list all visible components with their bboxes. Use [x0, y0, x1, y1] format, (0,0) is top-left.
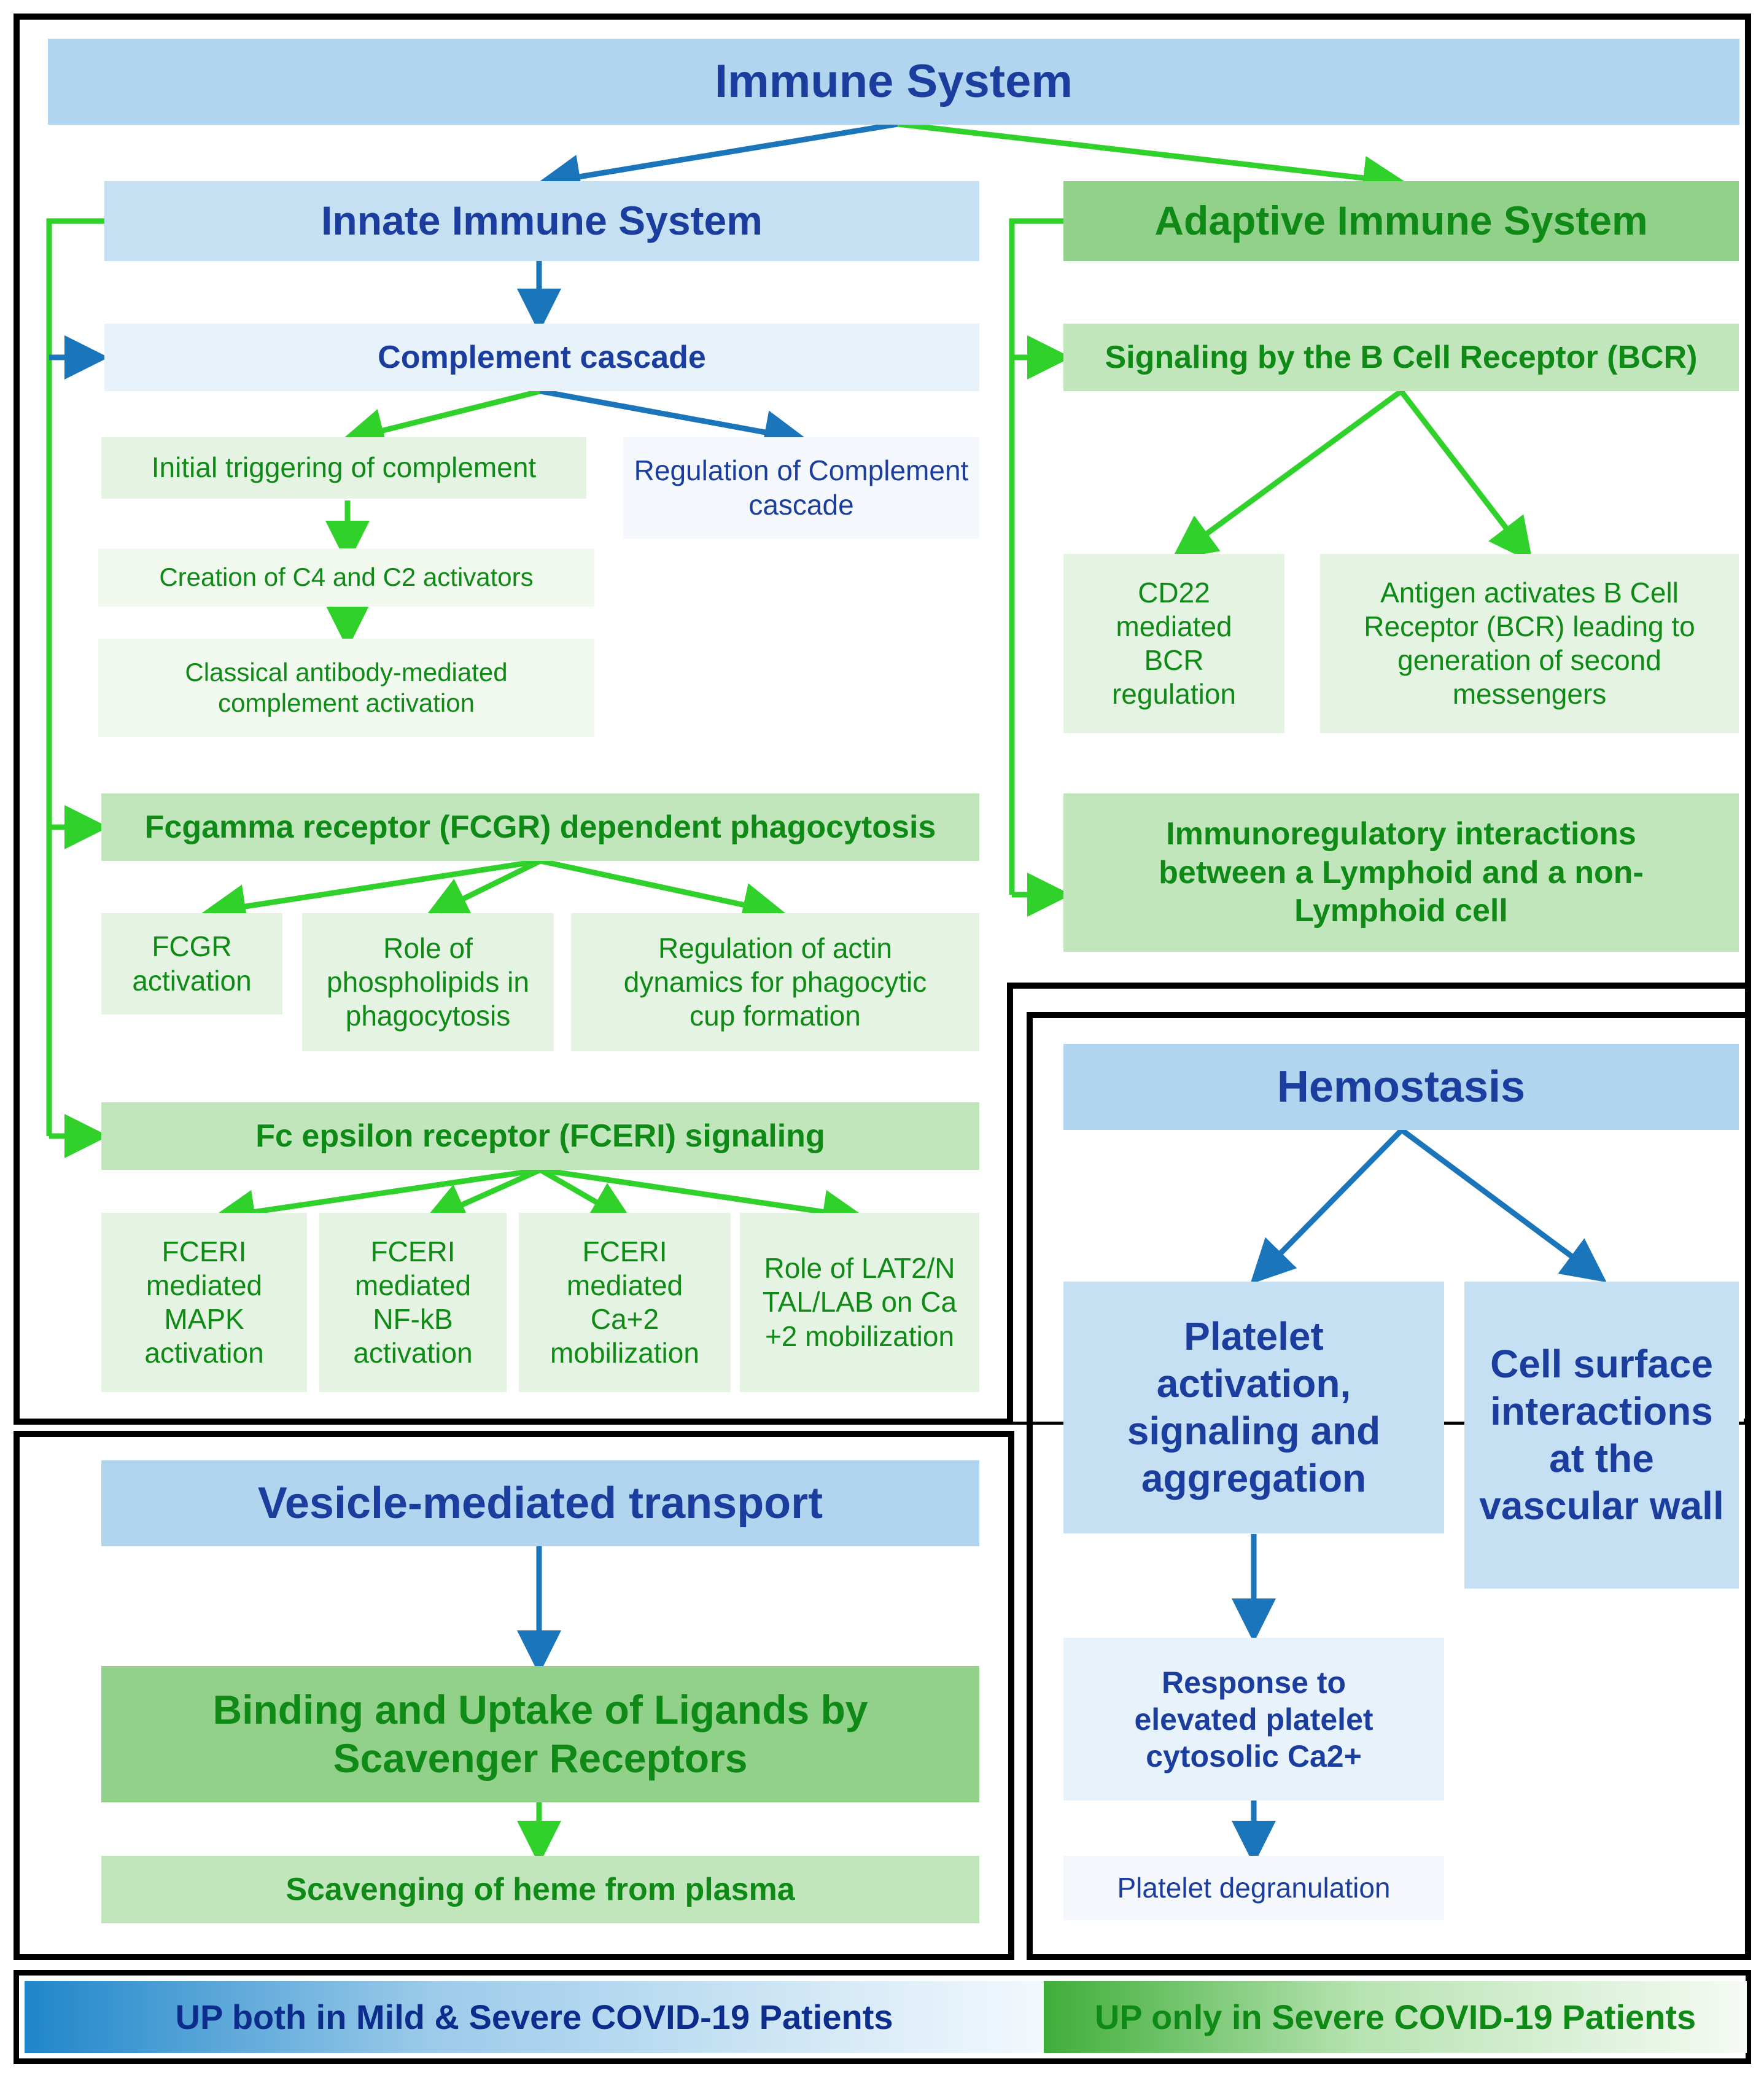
vesicle-transport-title: Vesicle-mediated transport [101, 1460, 979, 1546]
hemostasis-title: Hemostasis [1063, 1044, 1739, 1130]
vesicle-panel [14, 1431, 1014, 1960]
immune-system-title: Immune System [48, 39, 1739, 125]
phospholipids-role-box: Role of phospholipids in phagocytosis [302, 913, 554, 1051]
immune-panel-inner-edge [1007, 983, 1745, 989]
fceri-ca-box: FCERI mediated Ca+2 mobilization [519, 1213, 731, 1392]
initial-triggering-box: Initial triggering of complement [101, 437, 586, 499]
legend-both-up: UP both in Mild & Severe COVID-19 Patien… [25, 1981, 1044, 2053]
platelet-ca-response-box: Response to elevated platelet cytosolic … [1063, 1638, 1444, 1801]
fcgr-phagocytosis-box: Fcgamma receptor (FCGR) dependent phagoc… [101, 793, 979, 861]
scavenger-receptors-box: Binding and Uptake of Ligands by Scaveng… [101, 1666, 979, 1802]
bcr-signaling-box: Signaling by the B Cell Receptor (BCR) [1063, 324, 1739, 391]
cd22-regulation-box: CD22 mediated BCR regulation [1063, 554, 1284, 733]
complement-cascade-box: Complement cascade [104, 324, 979, 391]
legend: UP both in Mild & Severe COVID-19 Patien… [14, 1970, 1751, 2064]
adaptive-immune-system-box: Adaptive Immune System [1063, 181, 1739, 261]
immune-panel-inner-edge-v [1007, 983, 1013, 1425]
fceri-signaling-box: Fc epsilon receptor (FCERI) signaling [101, 1102, 979, 1170]
heme-scavenging-box: Scavenging of heme from plasma [101, 1856, 979, 1923]
actin-dynamics-box: Regulation of actin dynamics for phagocy… [571, 913, 979, 1051]
platelet-degranulation-box: Platelet degranulation [1063, 1856, 1444, 1920]
fcgr-activation-box: FCGR activation [101, 913, 282, 1014]
hemostasis-panel [1027, 1012, 1751, 1960]
antigen-bcr-box: Antigen activates B Cell Receptor (BCR) … [1320, 554, 1739, 733]
immune-system-panel [14, 14, 1751, 1425]
c4-c2-activators-box: Creation of C4 and C2 activators [98, 548, 594, 607]
fceri-nfkb-box: FCERI mediated NF-kB activation [319, 1213, 507, 1392]
legend-severe-up: UP only in Severe COVID-19 Patients [1044, 1981, 1747, 2053]
classical-activation-box: Classical antibody-mediated complement a… [98, 639, 594, 737]
immunoregulatory-box: Immunoregulatory interactions between a … [1063, 793, 1739, 952]
innate-immune-system-box: Innate Immune System [104, 181, 979, 261]
lat2-role-box: Role of LAT2/NTAL/LAB on Ca+2 mobilizati… [740, 1213, 979, 1392]
cell-surface-interactions-box: Cell surface interactions at the vascula… [1464, 1282, 1739, 1589]
fceri-mapk-box: FCERI mediated MAPK activation [101, 1213, 307, 1392]
platelet-activation-box: Platelet activation, signaling and aggre… [1063, 1282, 1444, 1533]
complement-regulation-box: Regulation of Complement cascade [623, 437, 979, 539]
